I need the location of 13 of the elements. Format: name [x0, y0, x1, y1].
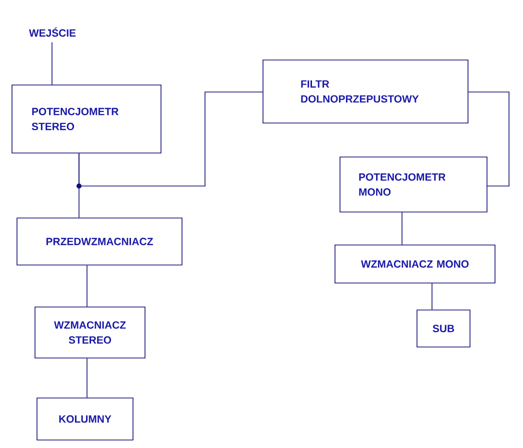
process-box: POTENCJOMETR MONO [340, 156, 488, 212]
process-box: WZMACNIACZ STEREO [34, 306, 146, 358]
connector-line [78, 92, 263, 186]
process-box: SUB [416, 310, 470, 348]
connector-line [86, 265, 88, 307]
process-box: POTENCJOMETR STEREO [12, 84, 162, 154]
connector-line [86, 358, 88, 398]
connector-line [468, 92, 510, 186]
process-box: WZMACNIACZ MONO [334, 244, 496, 284]
process-box: KOLUMNY [36, 398, 134, 440]
process-box: FILTR DOLNOPRZEPUSTOWY [262, 60, 468, 124]
input-label: WEJŚCIE [28, 27, 76, 37]
process-box: PRZEDWZMACNIACZ [16, 218, 182, 266]
